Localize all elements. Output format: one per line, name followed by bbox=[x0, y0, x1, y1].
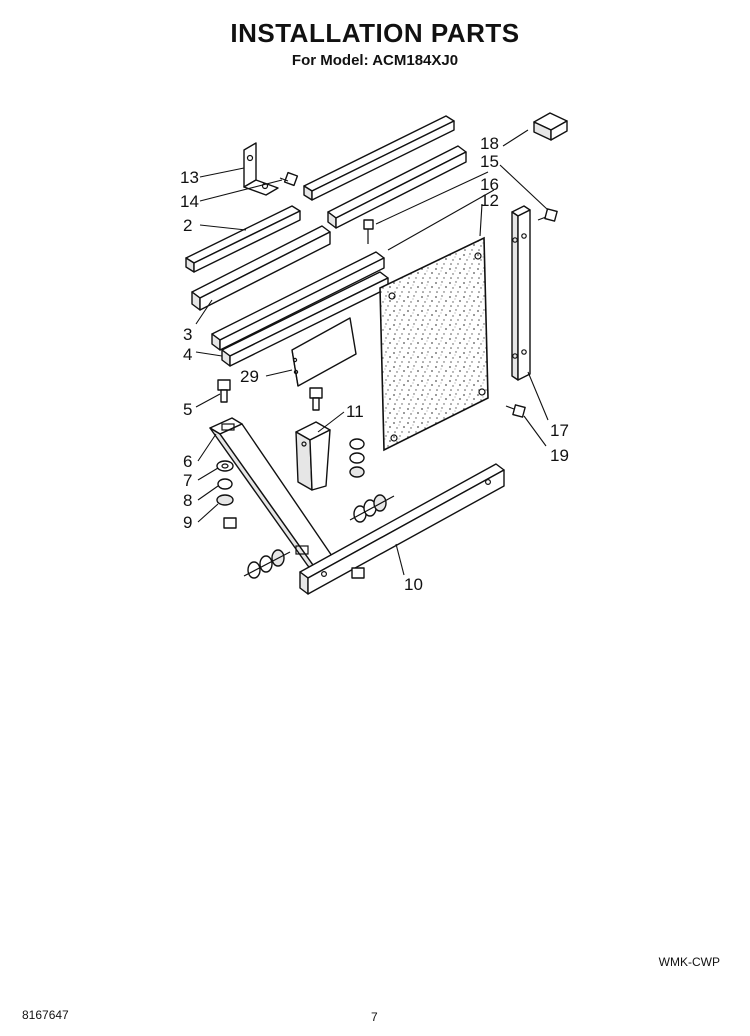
callout-12: 12 bbox=[480, 191, 499, 210]
callout-8: 8 bbox=[183, 491, 192, 510]
part-3-channel bbox=[191, 225, 331, 311]
part-10-rail bbox=[299, 463, 505, 595]
bolt-11 bbox=[309, 387, 323, 411]
callout-4: 4 bbox=[183, 345, 192, 364]
upper-channel-rail bbox=[327, 145, 467, 229]
part-4-rail bbox=[221, 271, 389, 367]
leader-lines bbox=[195, 129, 549, 576]
callout-15: 15 bbox=[480, 152, 499, 171]
part-19-screw bbox=[505, 404, 526, 418]
part-2-rail bbox=[185, 205, 301, 273]
part-11-bracket bbox=[295, 421, 331, 491]
callout-5: 5 bbox=[183, 400, 192, 419]
part-6-support-arm bbox=[209, 417, 333, 573]
callout-29: 29 bbox=[240, 367, 259, 386]
part-18-block bbox=[533, 112, 568, 141]
form-code: WMK-CWP bbox=[658, 955, 720, 969]
part-15-screw-right bbox=[537, 208, 558, 222]
hardware-left bbox=[216, 460, 237, 529]
part-12-panel bbox=[379, 236, 489, 452]
part-16-rail bbox=[211, 251, 385, 351]
part-13-bracket bbox=[243, 142, 279, 196]
callout-18: 18 bbox=[480, 134, 499, 153]
callout-14: 14 bbox=[180, 192, 199, 211]
hardware-lower-left bbox=[243, 549, 291, 579]
part-14-screw bbox=[279, 171, 299, 187]
callout-3: 3 bbox=[183, 325, 192, 344]
part-15-screw bbox=[363, 219, 374, 244]
callout-16: 16 bbox=[480, 175, 499, 194]
callout-7: 7 bbox=[183, 471, 192, 490]
callout-19: 19 bbox=[550, 446, 569, 465]
callout-6: 6 bbox=[183, 452, 192, 471]
callout-11: 11 bbox=[346, 402, 364, 421]
callout-13: 13 bbox=[180, 168, 199, 187]
callout-10: 10 bbox=[404, 575, 423, 594]
part-17-bar bbox=[511, 205, 531, 381]
page-number: 7 bbox=[371, 1010, 378, 1024]
document-number: 8167647 bbox=[22, 1008, 69, 1022]
page-title: INSTALLATION PARTS bbox=[230, 18, 520, 48]
part-29-plate bbox=[291, 317, 357, 387]
part-5-bolt bbox=[217, 379, 231, 403]
callout-17: 17 bbox=[550, 421, 569, 440]
callout-9: 9 bbox=[183, 513, 192, 532]
hardware-middle bbox=[349, 438, 395, 523]
upper-rail-long bbox=[303, 115, 455, 201]
callout-2: 2 bbox=[183, 216, 192, 235]
model-subtitle: For Model: ACM184XJ0 bbox=[291, 52, 459, 69]
